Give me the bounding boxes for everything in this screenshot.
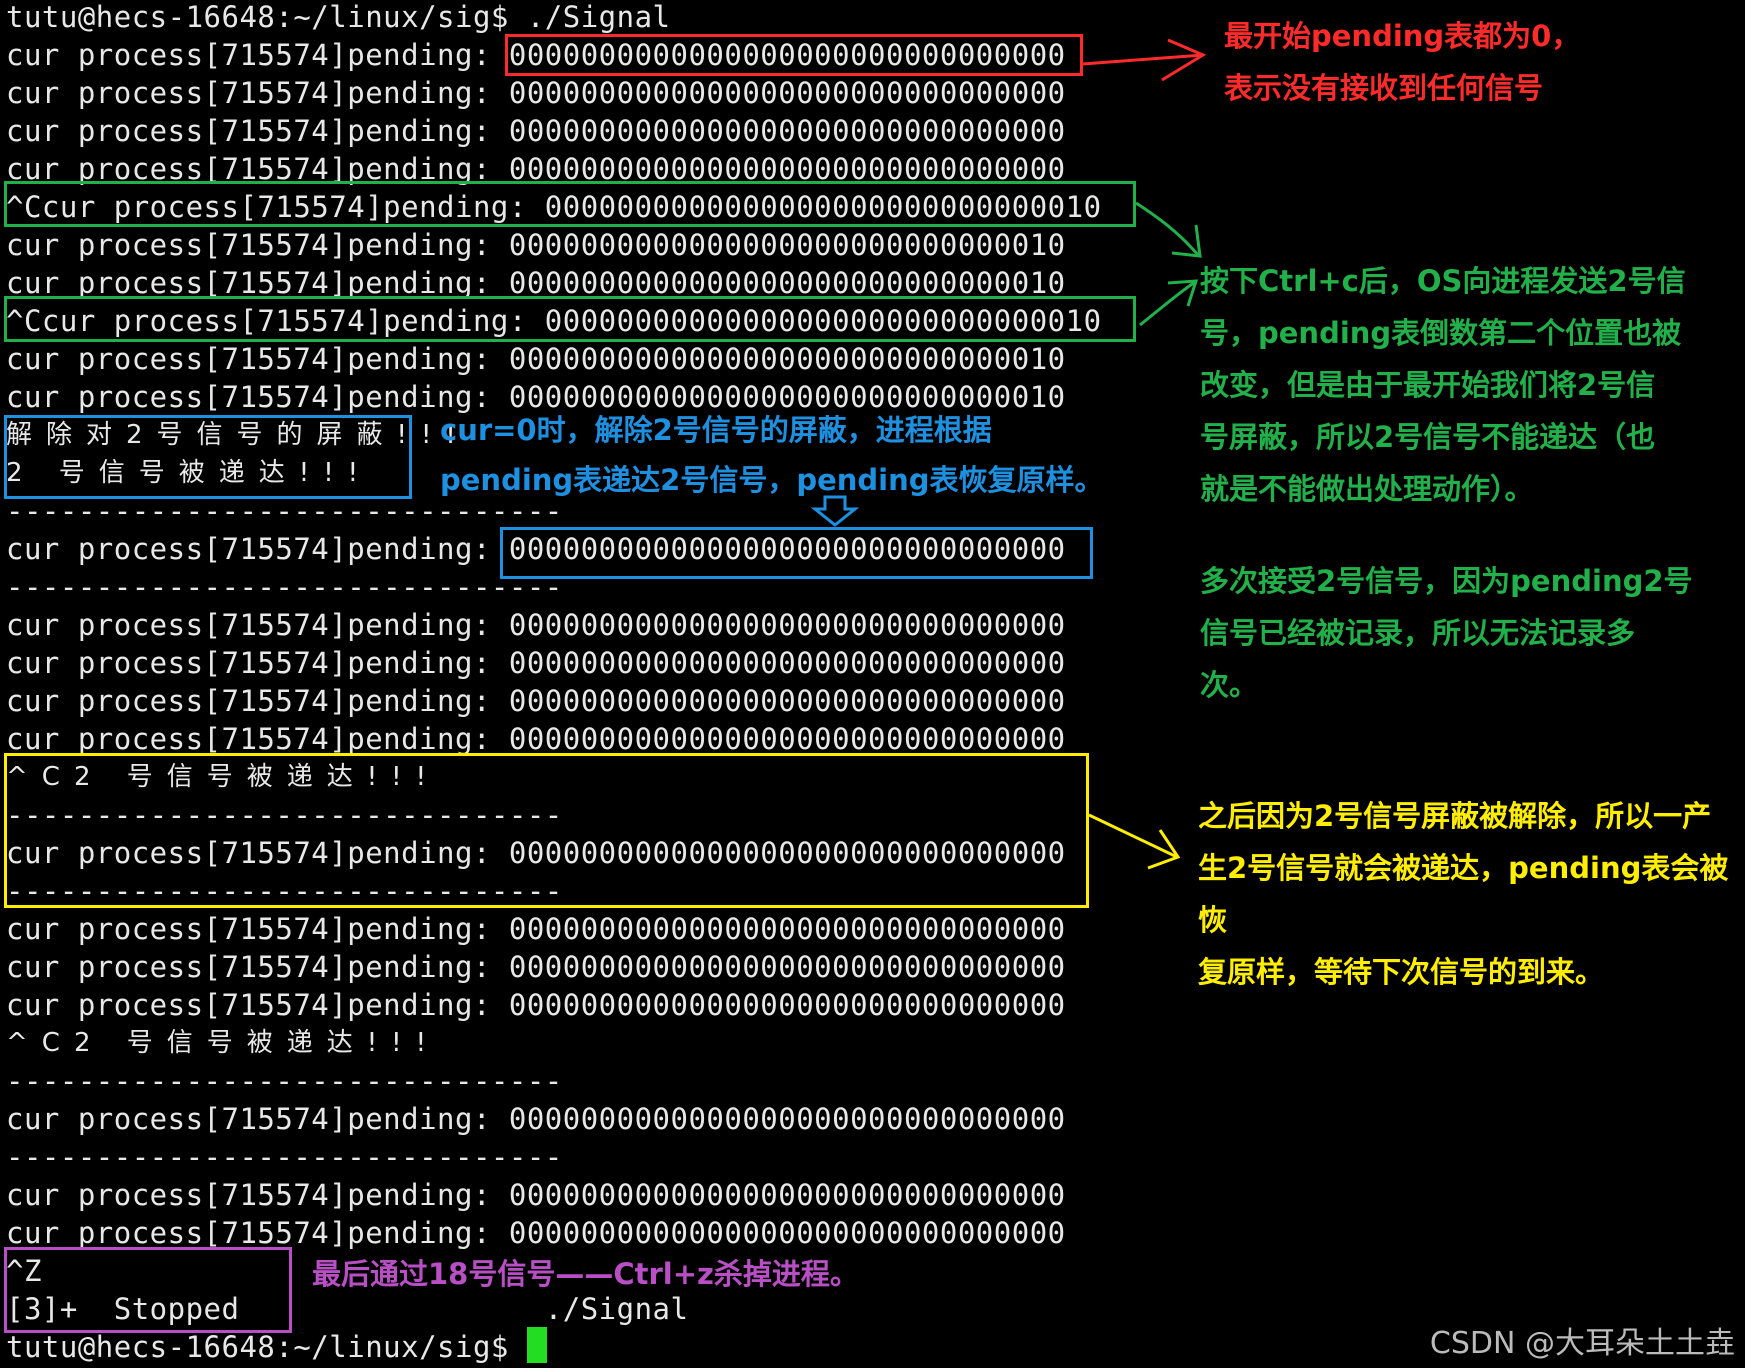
terminal-line: cur process[715574]pending: 000000000000… xyxy=(6,532,1066,566)
terminal-line: cur process[715574]pending: 000000000000… xyxy=(6,950,1066,984)
yellow-annotation: 之后因为2号信号屏蔽被解除，所以一产 生2号信号就会被递达，pending表会被… xyxy=(1198,799,1729,989)
terminal-line: 2 号信号被递达!!! xyxy=(6,458,373,488)
terminal-line: cur process[715574]pending: 000000000000… xyxy=(6,76,1066,110)
terminal-line: cur process[715574]pending: 000000000000… xyxy=(6,38,1066,72)
blue-highlight-box-right xyxy=(500,527,1093,579)
terminal-line: cur process[715574]pending: 000000000000… xyxy=(6,1216,1066,1250)
purple-highlight-box xyxy=(4,1247,292,1333)
terminal-line: cur process[715574]pending: 000000000000… xyxy=(6,152,1066,186)
terminal-line: ------------------------------- xyxy=(6,1140,563,1174)
terminal-line: cur process[715574]pending: 000000000000… xyxy=(6,1178,1066,1212)
terminal-line: cur process[715574]pending: 000000000000… xyxy=(6,912,1066,946)
terminal-line: ^Z xyxy=(6,1254,42,1288)
terminal-line: cur process[715574]pending: 000000000000… xyxy=(6,988,1066,1022)
terminal-line: cur process[715574]pending: 000000000000… xyxy=(6,722,1066,756)
green-highlight-box-2 xyxy=(4,296,1136,342)
terminal-line: [3]+ Stopped ./Signal xyxy=(6,1292,689,1326)
blue-highlight-box-left xyxy=(4,415,412,499)
terminal-line: cur process[715574]pending: 000000000000… xyxy=(6,608,1066,642)
terminal-line: ^C2 号信号被递达!!! xyxy=(6,762,441,792)
terminal-line: cur process[715574]pending: 000000000000… xyxy=(6,114,1066,148)
red-annotation: 最开始pending表都为0， 表示没有接收到任何信号 xyxy=(1224,19,1581,105)
purple-annotation: 最后通过18号信号——Ctrl+z杀掉进程。 xyxy=(312,1257,859,1291)
terminal-line: cur process[715574]pending: 000000000000… xyxy=(6,836,1066,870)
red-highlight-box xyxy=(505,34,1083,76)
terminal-line: cur process[715574]pending: 000000000000… xyxy=(6,646,1066,680)
yellow-highlight-box xyxy=(4,753,1089,908)
terminal-line: tutu@hecs-16648:~/linux/sig$ ./Signal xyxy=(6,0,671,34)
terminal-line: ------------------------------- xyxy=(6,798,563,832)
terminal-line: tutu@hecs-16648:~/linux/sig$ xyxy=(6,1330,527,1364)
terminal-line: ------------------------------- xyxy=(6,1064,563,1098)
green-annotation-1: 按下Ctrl+c后，OS向进程发送2号信 号，pending表倒数第二个位置也被… xyxy=(1200,264,1686,506)
terminal-cursor xyxy=(527,1327,547,1363)
terminal-line: ------------------------------- xyxy=(6,570,563,604)
terminal-line: cur process[715574]pending: 000000000000… xyxy=(6,228,1066,262)
green-highlight-box-1 xyxy=(4,181,1136,227)
terminal-line: cur process[715574]pending: 000000000000… xyxy=(6,684,1066,718)
csdn-watermark: CSDN @大耳朵土土垚 xyxy=(1429,1326,1735,1361)
terminal-line: cur process[715574]pending: 000000000000… xyxy=(6,266,1066,300)
blue-annotation: cur=0时，解除2号信号的屏蔽，进程根据 pending表递达2号信号，pen… xyxy=(440,413,1104,497)
terminal-line: ------------------------------- xyxy=(6,494,563,528)
green-annotation-2: 多次接受2号信号，因为pending2号 信号已经被记录，所以无法记录多 次。 xyxy=(1200,564,1693,702)
terminal-line: ^C2 号信号被递达!!! xyxy=(6,1028,441,1058)
terminal-line: cur process[715574]pending: 000000000000… xyxy=(6,380,1066,414)
terminal-line: ^Ccur process[715574]pending: 0000000000… xyxy=(6,304,1102,338)
terminal-line: ^Ccur process[715574]pending: 0000000000… xyxy=(6,190,1102,224)
terminal-line: cur process[715574]pending: 000000000000… xyxy=(6,342,1066,376)
terminal-line: ------------------------------- xyxy=(6,874,563,908)
terminal-line: cur process[715574]pending: 000000000000… xyxy=(6,1102,1066,1136)
terminal-line: 解除对2号信号的屏蔽!!! xyxy=(6,420,470,450)
